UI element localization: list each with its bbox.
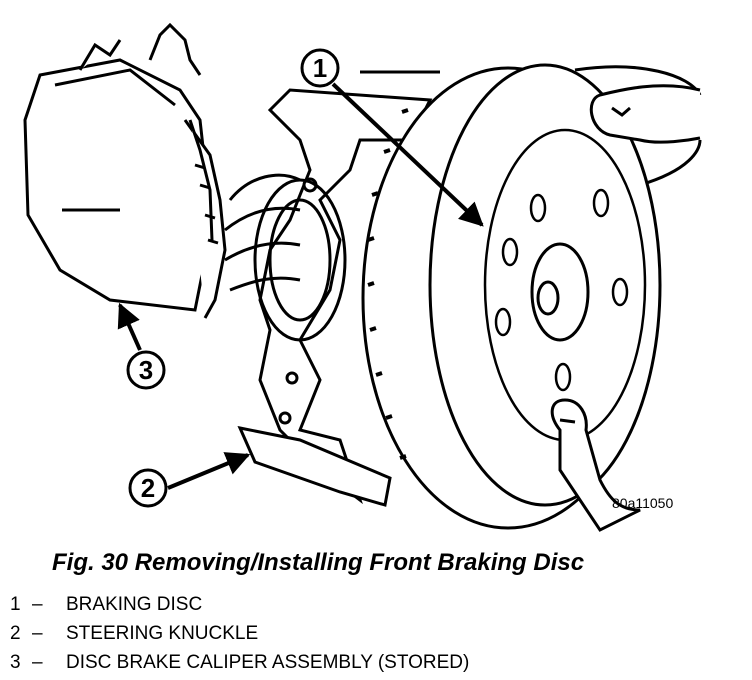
legend-item: 3– DISC BRAKE CALIPER ASSEMBLY (STORED) xyxy=(10,648,469,677)
callout-3-number: 3 xyxy=(139,355,153,385)
legend-item: 1– BRAKING DISC xyxy=(10,590,469,619)
caliper-assembly xyxy=(23,22,227,319)
legend-number: 1 xyxy=(10,594,21,615)
legend-list: 1–BRAKING DISC 2–STEERING KNUCKLE 3–DISC… xyxy=(10,590,469,677)
legend-number: 2 xyxy=(10,623,21,644)
callout-2-number: 2 xyxy=(141,473,155,503)
callout-1: 1 xyxy=(300,48,484,227)
legend-separator: – xyxy=(32,623,43,644)
legend-item: 2– STEERING KNUCKLE xyxy=(10,619,469,648)
legend-label: BRAKING DISC xyxy=(66,594,203,615)
figure-id: 80a11050 xyxy=(612,495,674,511)
axle-boot xyxy=(224,173,347,342)
brake-disc-illustration: 1 2 3 xyxy=(23,22,702,532)
callout-1-number: 1 xyxy=(313,53,327,83)
legend-label: STEERING KNUCKLE xyxy=(66,623,259,644)
hands xyxy=(550,84,701,532)
vent-slots xyxy=(367,108,409,460)
figure-caption: Fig. 30 Removing/Installing Front Brakin… xyxy=(52,549,585,576)
callout-2: 2 xyxy=(128,452,251,508)
legend-number: 3 xyxy=(10,652,21,673)
legend-separator: – xyxy=(32,652,43,673)
callout-3: 3 xyxy=(117,302,166,390)
lug-holes xyxy=(494,188,629,392)
legend-label: DISC BRAKE CALIPER ASSEMBLY (STORED) xyxy=(66,652,470,673)
legend-separator: – xyxy=(32,594,43,615)
